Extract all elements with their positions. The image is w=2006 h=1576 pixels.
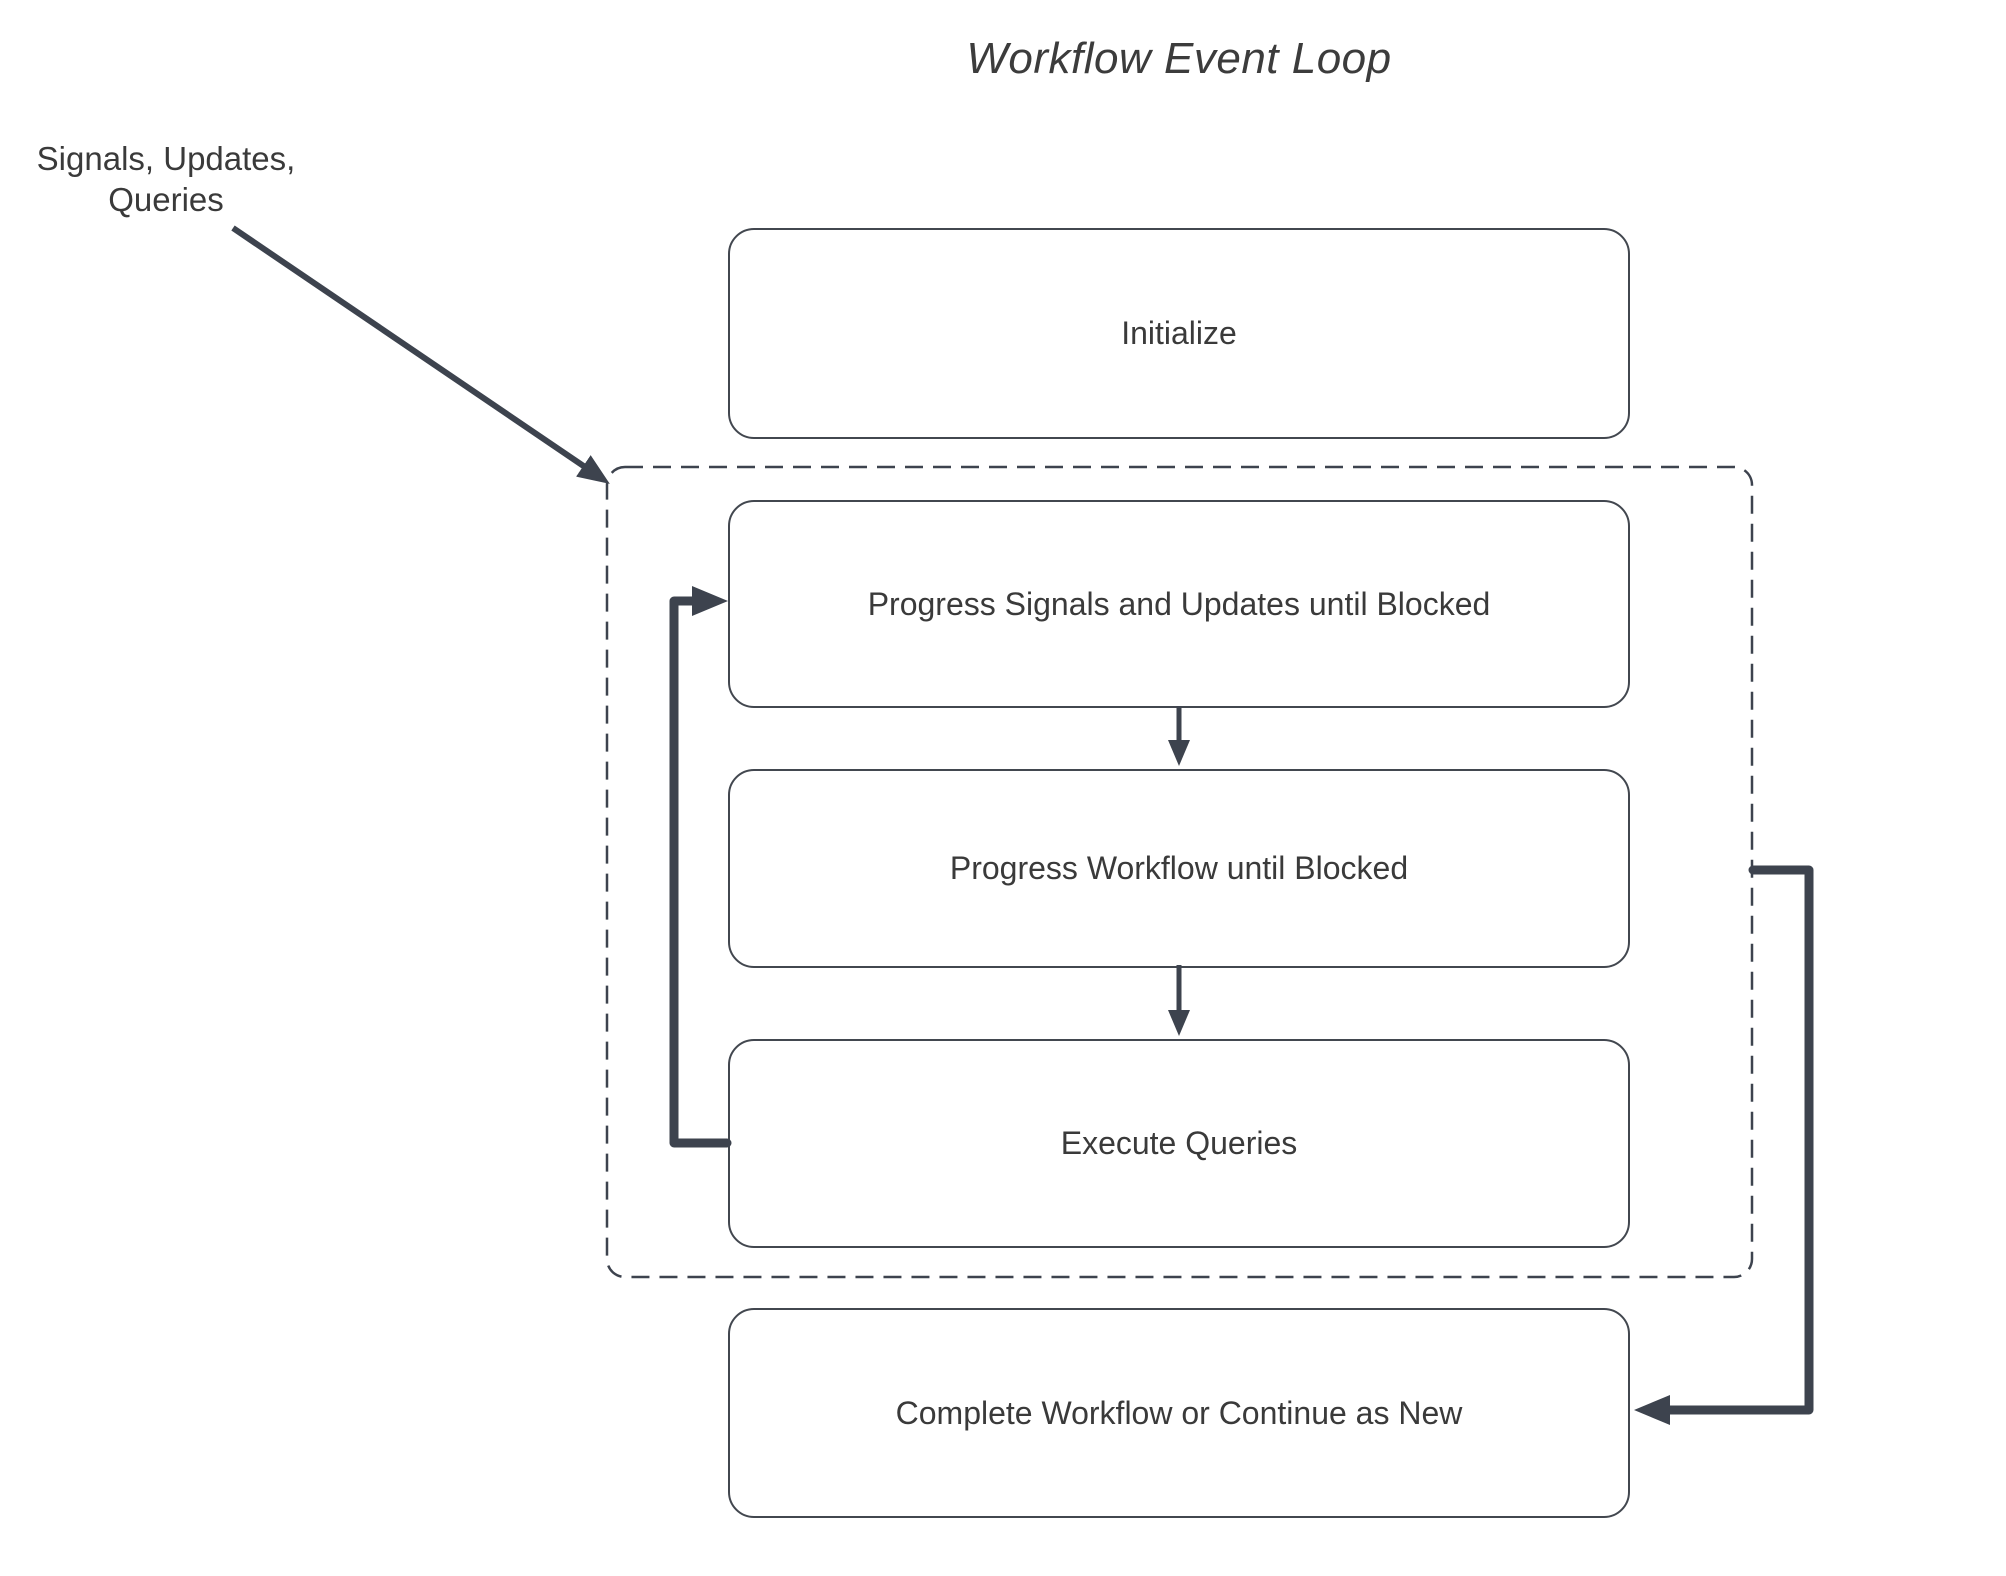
diagram-title: Workflow Event Loop bbox=[966, 34, 1392, 83]
node-progress-workflow-label: Progress Workflow until Blocked bbox=[949, 850, 1409, 886]
node-complete-workflow: Complete Workflow or Continue as New bbox=[728, 1308, 1630, 1518]
arrow-loop-back bbox=[669, 586, 732, 1148]
node-initialize: Initialize bbox=[728, 228, 1630, 439]
node-initialize-label: Initialize bbox=[1121, 315, 1237, 351]
node-progress-signals-label: Progress Signals and Updates until Block… bbox=[867, 585, 1491, 622]
node-progress-signals: Progress Signals and Updates until Block… bbox=[728, 500, 1630, 708]
annotation-line-1: Signals, Updates, bbox=[36, 140, 296, 177]
arrow-signals-to-loop bbox=[231, 225, 610, 484]
node-progress-workflow: Progress Workflow until Blocked bbox=[728, 769, 1630, 968]
node-execute-queries: Execute Queries bbox=[728, 1039, 1630, 1248]
arrow-loop-to-complete bbox=[1634, 865, 1814, 1425]
annotation-signals-updates-queries: Signals, Updates, Queries bbox=[18, 138, 314, 220]
node-execute-queries-label: Execute Queries bbox=[1060, 1125, 1298, 1161]
annotation-line-2: Queries bbox=[108, 181, 224, 218]
node-complete-workflow-label: Complete Workflow or Continue as New bbox=[895, 1394, 1463, 1431]
